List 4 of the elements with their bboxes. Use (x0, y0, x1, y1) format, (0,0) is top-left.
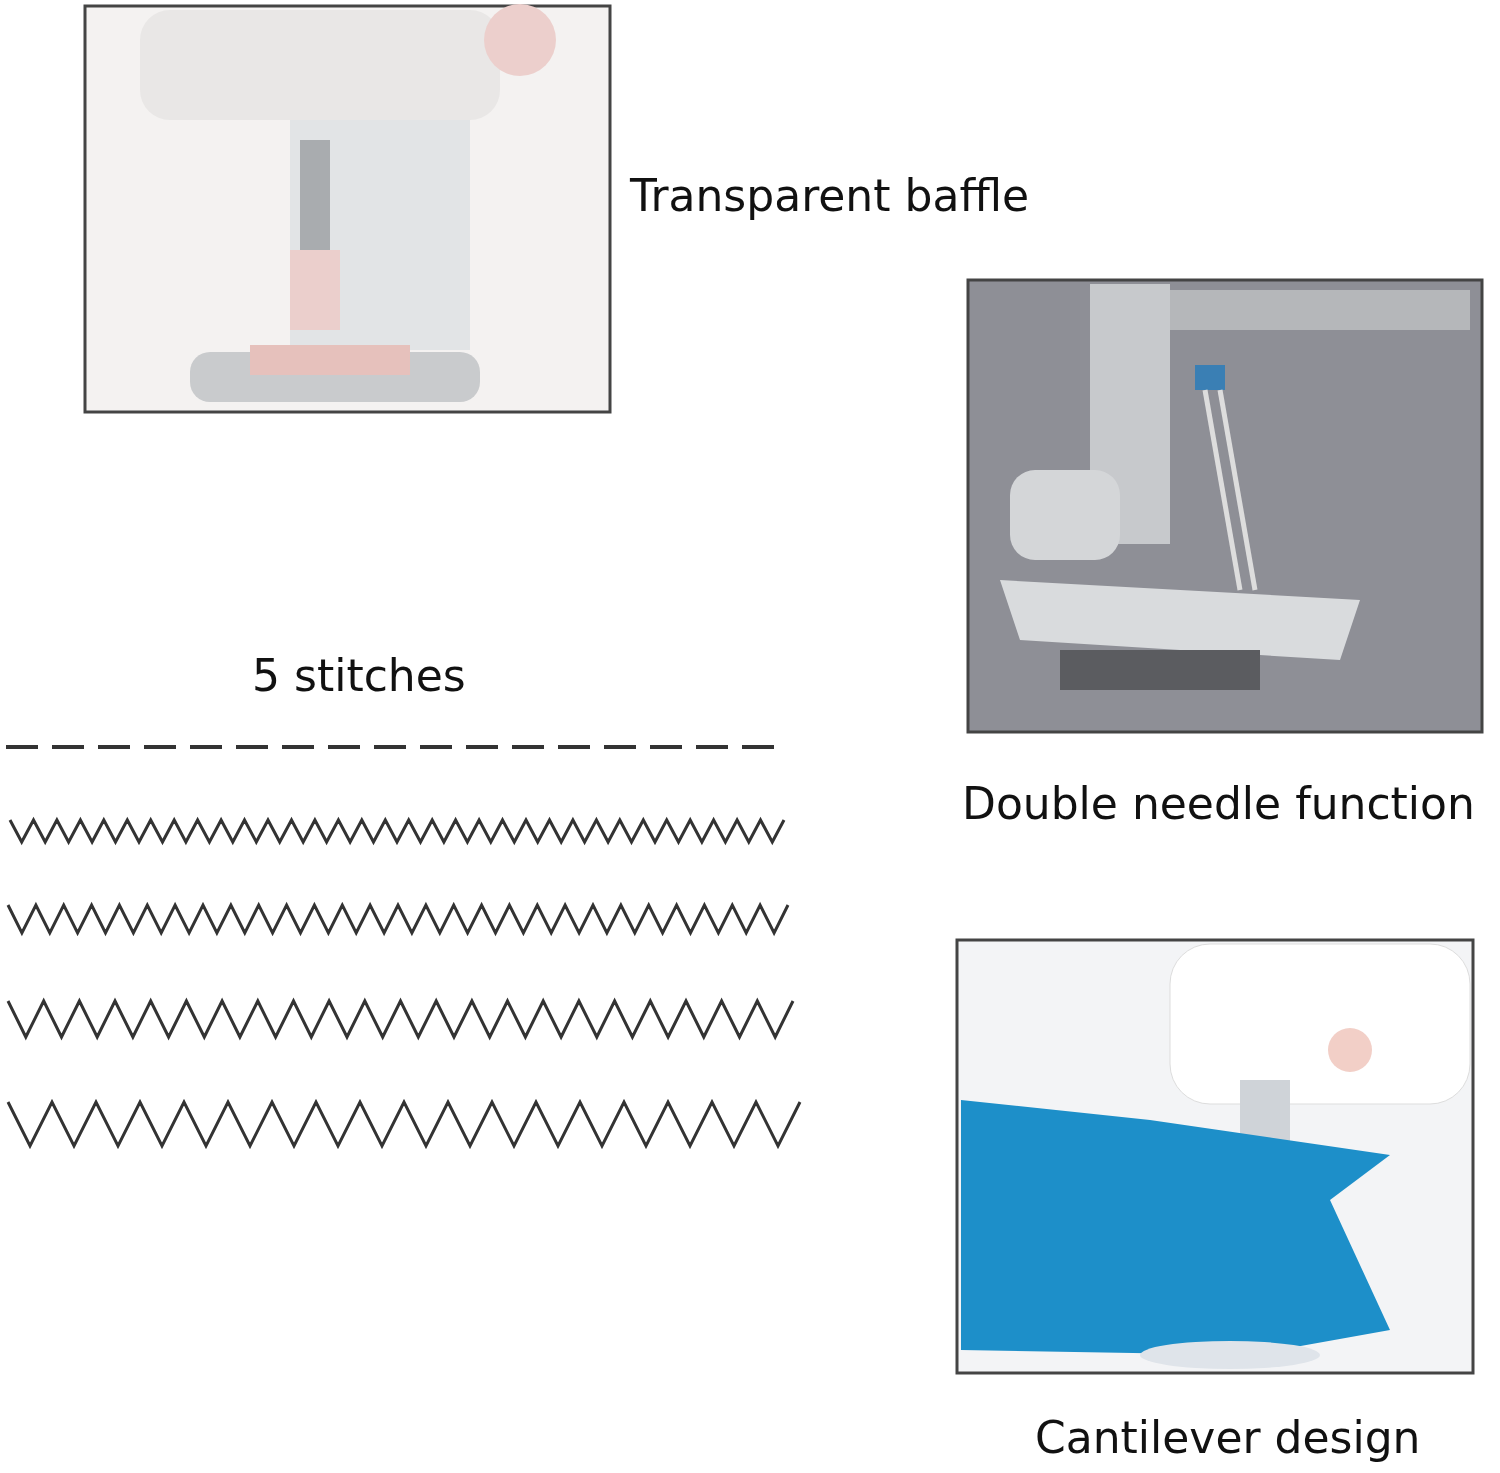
feature-caption: Cantilever design (1035, 1414, 1421, 1463)
feature-caption: 5 stitches (252, 652, 466, 701)
feature-caption: Transparent baffle (630, 172, 1029, 221)
feature-caption: Double needle function (962, 780, 1475, 829)
